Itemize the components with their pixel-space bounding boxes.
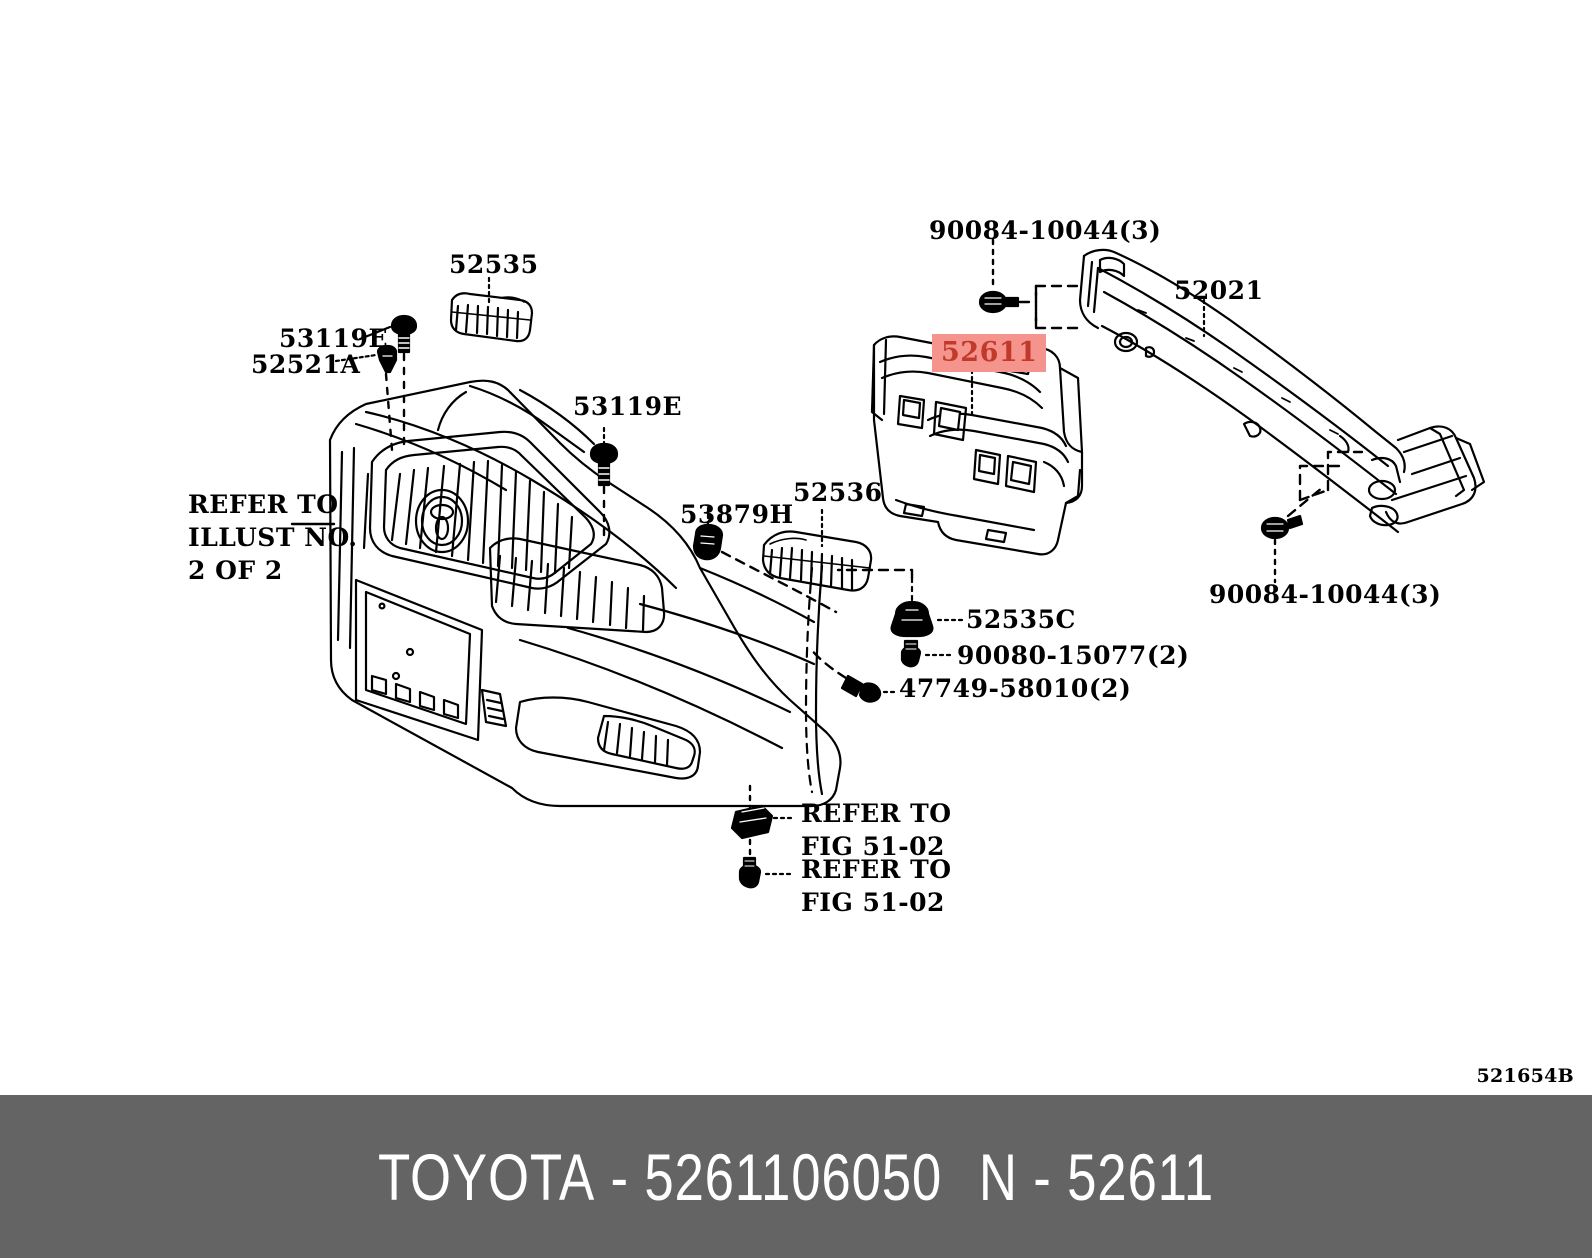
label-47749-58010: 47749-58010(2) xyxy=(899,674,1132,703)
part-52536-drawing xyxy=(761,530,873,592)
label-refer-fig-a: REFER TO FIG 51-02 xyxy=(801,797,952,863)
diagram-canvas: REFER TO ILLUST NO. 2 OF 2 53119E 52521A… xyxy=(188,216,1574,1087)
banner-text-row: TOYOTA - 5261106050 N - 52611 xyxy=(159,1095,1433,1258)
fastener-refer-fig-a xyxy=(730,804,774,840)
fastener-90080-15077 xyxy=(900,639,922,668)
fastener-53119E-top xyxy=(390,314,418,354)
fastener-90084-top xyxy=(978,290,1020,314)
part-number-banner: TOYOTA - 5261106050 N - 52611 xyxy=(0,1095,1592,1258)
label-refer-fig-b-line2: FIG 51-02 xyxy=(801,888,945,917)
banner-brand: TOYOTA xyxy=(377,1139,595,1214)
label-52611-highlighted: 52611 xyxy=(932,334,1047,372)
fastener-53119E-mid xyxy=(589,442,619,487)
part-52535-drawing xyxy=(449,292,534,343)
dash-90084-b-path2 xyxy=(1326,450,1364,492)
banner-dash-1: - xyxy=(610,1139,629,1214)
dash-90084-b-path3 xyxy=(1298,488,1330,502)
dash-52521A xyxy=(384,372,394,452)
part-52611-drawing xyxy=(870,335,1084,556)
figure-code: 521654B xyxy=(1476,1065,1574,1087)
fastener-90084-bottom xyxy=(1260,514,1304,540)
leader-52521A xyxy=(334,353,378,363)
label-90080-15077: 90080-15077(2) xyxy=(957,641,1190,670)
fastener-refer-fig-b xyxy=(738,856,762,889)
label-53119E-top: 53119E xyxy=(279,324,389,353)
label-refer-fig-a-line2: FIG 51-02 xyxy=(801,832,945,861)
label-refer-fig-b: REFER TO FIG 51-02 xyxy=(801,853,952,919)
dash-90084-b-lead xyxy=(1286,486,1324,518)
fastener-52535C xyxy=(890,600,934,638)
label-refer-fig-a-line1: REFER TO xyxy=(801,799,952,828)
label-53879H: 53879H xyxy=(680,500,794,529)
parts-illustration xyxy=(290,238,1486,889)
label-53119E-mid: 53119E xyxy=(573,392,683,421)
dash-90084-b-path1 xyxy=(1298,464,1348,502)
label-refer-illust-line1: REFER TO xyxy=(188,490,339,519)
label-90084-10044-top: 90084-10044(3) xyxy=(929,216,1162,245)
label-52536: 52536 xyxy=(793,478,883,507)
label-52535: 52535 xyxy=(449,250,539,279)
banner-part-number: 5261106050 xyxy=(644,1139,943,1214)
label-refer-illust: REFER TO ILLUST NO. 2 OF 2 xyxy=(188,488,358,587)
banner-callout-prefix: N xyxy=(978,1139,1018,1214)
banner-dash-2: - xyxy=(1033,1139,1052,1214)
leader-53119E-top xyxy=(358,325,392,341)
label-52521A: 52521A xyxy=(251,350,361,379)
label-90084-10044-bottom: 90084-10044(3) xyxy=(1209,580,1442,609)
dash-90084-top-path2 xyxy=(1034,310,1086,330)
dash-90084-top-path1 xyxy=(1018,284,1086,304)
fastener-47749-58010 xyxy=(840,674,882,703)
dash-47749 xyxy=(808,646,848,680)
label-refer-illust-line3: 2 OF 2 xyxy=(188,556,283,585)
part-52021-drawing xyxy=(1078,248,1486,534)
front-bumper-cover-drawing xyxy=(328,379,842,808)
fastener-52521A xyxy=(376,344,398,374)
label-refer-illust-line2: ILLUST NO. xyxy=(188,523,358,552)
dash-53879H xyxy=(720,550,838,614)
dash-52535C-lead xyxy=(836,568,914,580)
label-refer-fig-b-line1: REFER TO xyxy=(801,855,952,884)
fastener-53879H xyxy=(692,523,724,561)
label-52021: 52021 xyxy=(1174,276,1264,305)
banner-callout-number: 52611 xyxy=(1067,1139,1215,1214)
label-52535C: 52535C xyxy=(966,605,1076,634)
